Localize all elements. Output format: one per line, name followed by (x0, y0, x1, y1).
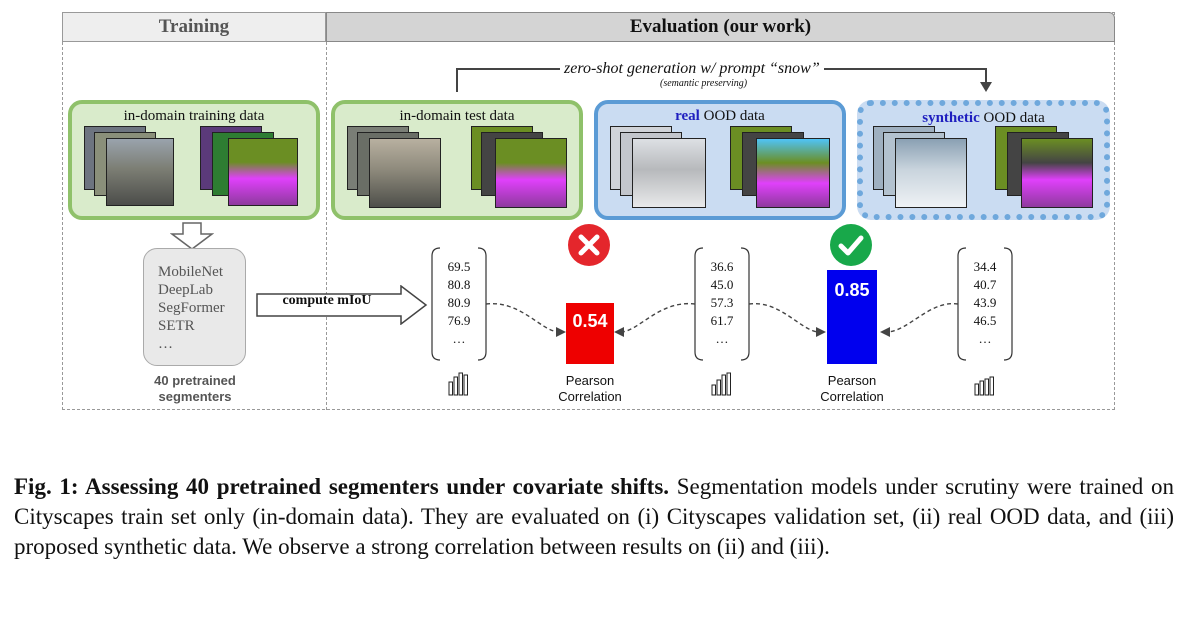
score-value: 46.5 (973, 313, 997, 328)
score-value: 61.7 (710, 313, 734, 328)
down-arrow-icon (170, 222, 214, 250)
street-image-front (369, 138, 441, 208)
score-value: 80.9 (447, 295, 471, 310)
model-item: MobileNet (158, 264, 223, 280)
model-item: SegFormer (158, 300, 225, 316)
bar-chart-icon (711, 372, 731, 396)
test-data-panel: in-domain test data (331, 100, 583, 220)
score-value: 76.9 (447, 313, 471, 328)
correlation-bar-synthetic: 0.85 (827, 270, 877, 364)
score-value: 69.5 (447, 259, 471, 274)
training-data-panel: in-domain training data (68, 100, 320, 220)
score-value: 34.4 (973, 259, 997, 274)
check-icon (830, 224, 872, 266)
model-item: DeepLab (158, 282, 213, 298)
figure-caption: Fig. 1: Assessing 40 pretrained segmente… (14, 472, 1174, 562)
street-image-front (106, 138, 174, 206)
figure-1: Training Evaluation (our work) zero-shot… (62, 12, 1115, 410)
training-header: Training (62, 12, 326, 42)
score-value: 40.7 (973, 277, 997, 292)
synthetic-image-front (895, 138, 967, 208)
pearson-label-synthetic: Pearson Correlation (820, 373, 884, 404)
correlation-bar-real: 0.54 (566, 303, 614, 364)
generation-sublabel: (semantic preserving) (660, 78, 748, 89)
bar-chart-icon (448, 372, 468, 396)
score-column-synthetic: 34.4 40.7 43.9 46.5 … (963, 258, 1007, 348)
compute-miou-label: compute mIoU (282, 293, 372, 308)
score-value: … (452, 331, 466, 346)
correlation-value: 0.54 (572, 311, 608, 331)
score-column-test: 69.5 80.8 80.9 76.9 … (437, 258, 481, 348)
caption-text: Segmentation models under scrutiny were … (14, 474, 1174, 559)
model-item: … (158, 336, 173, 352)
score-column-real: 36.6 45.0 57.3 61.7 … (700, 258, 744, 348)
segmap-front (228, 138, 298, 206)
real-ood-panel: real OOD data (594, 100, 846, 220)
test-data-title: in-domain test data (399, 108, 515, 124)
score-value: 80.8 (447, 277, 471, 292)
segmap-front (756, 138, 830, 208)
right-arrow-icon (256, 285, 428, 325)
generation-label: zero-shot generation w/ prompt “snow” (560, 60, 824, 78)
cross-icon (568, 224, 610, 266)
score-value: 45.0 (710, 277, 734, 292)
score-brackets (431, 247, 1013, 361)
score-value: … (715, 331, 729, 346)
segmap-front (1021, 138, 1093, 208)
evaluation-header: Evaluation (our work) (326, 12, 1115, 42)
synthetic-ood-title: synthetic OOD data (922, 110, 1045, 126)
segmap-front (495, 138, 567, 208)
bar-chart-icon (974, 376, 994, 396)
pretrained-models-box: MobileNet DeepLab SegFormer SETR … (143, 248, 246, 366)
correlation-value: 0.85 (834, 280, 870, 300)
training-data-title: in-domain training data (123, 108, 265, 124)
pearson-label-real: Pearson Correlation (558, 373, 622, 404)
model-item: SETR (158, 318, 195, 334)
real-ood-title: real OOD data (675, 108, 765, 124)
snow-image-front (632, 138, 706, 208)
models-caption: 40 pretrained segmenters (154, 373, 236, 404)
synthetic-ood-panel: synthetic OOD data (857, 100, 1110, 220)
score-value: 43.9 (973, 295, 997, 310)
score-value: 36.6 (710, 259, 734, 274)
section-divider (326, 42, 327, 410)
score-value: 57.3 (710, 295, 734, 310)
score-value: … (978, 331, 992, 346)
caption-title: Fig. 1: Assessing 40 pretrained segmente… (14, 474, 670, 499)
